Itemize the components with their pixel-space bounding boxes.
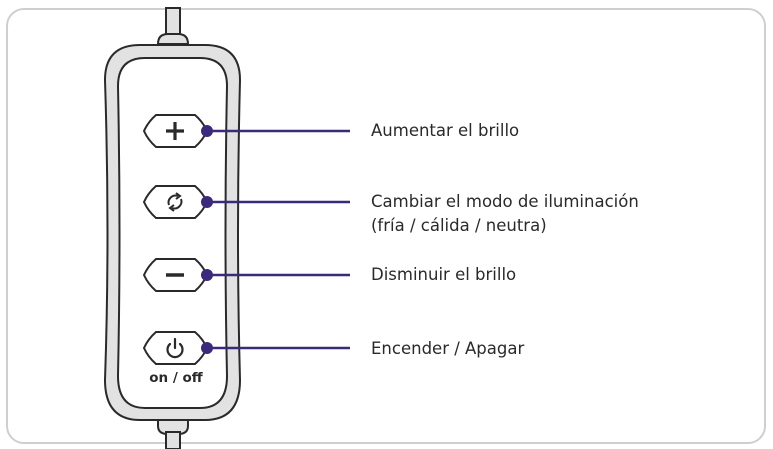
mode-button[interactable] xyxy=(142,185,209,219)
callout-mode xyxy=(201,196,350,208)
power-caption: on / off xyxy=(149,370,203,386)
label-mode: Cambiar el modo de iluminación (fría / c… xyxy=(371,190,639,238)
label-decrease-text: Disminuir el brillo xyxy=(371,265,517,284)
callout-increase xyxy=(201,125,350,137)
callout-decrease xyxy=(201,269,350,281)
bottom-cable xyxy=(157,417,189,449)
label-decrease: Disminuir el brillo xyxy=(371,263,516,287)
increase-button[interactable] xyxy=(142,114,209,148)
label-mode-line2: (fría / cálida / neutra) xyxy=(371,216,547,235)
power-button[interactable] xyxy=(142,331,209,365)
label-increase: Aumentar el brillo xyxy=(371,119,519,143)
label-mode-line1: Cambiar el modo de iluminación xyxy=(371,192,639,211)
cycle-arrows-icon xyxy=(167,192,183,212)
top-cable xyxy=(156,7,190,45)
label-power: Encender / Apagar xyxy=(371,337,524,361)
callout-power xyxy=(201,342,350,354)
remote-body-inner xyxy=(116,57,229,409)
plus-icon xyxy=(166,122,184,140)
label-increase-text: Aumentar el brillo xyxy=(371,121,520,140)
power-icon xyxy=(166,337,184,359)
label-power-text: Encender / Apagar xyxy=(371,339,525,358)
decrease-button[interactable] xyxy=(142,258,209,292)
